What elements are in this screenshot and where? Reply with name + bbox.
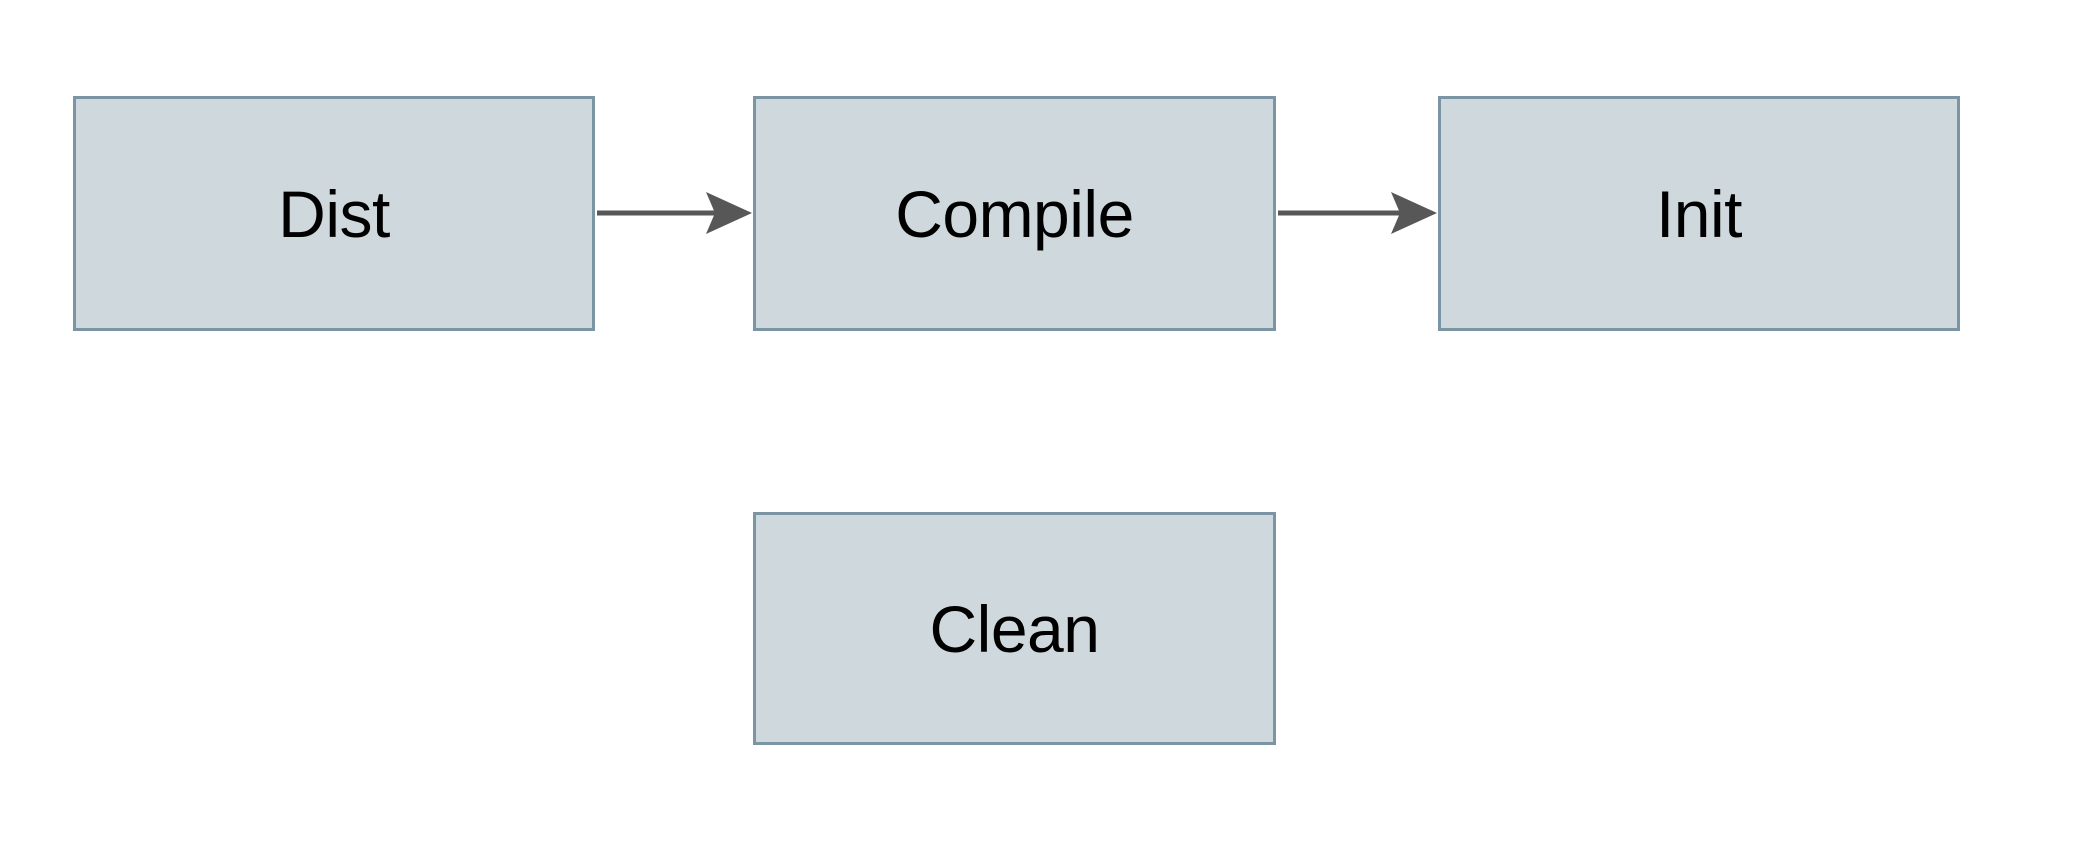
node-init-label: Init — [1655, 176, 1743, 251]
arrowhead-icon — [706, 192, 752, 234]
edge-compile-to-init[interactable] — [1278, 192, 1437, 234]
node-dist-label: Dist — [278, 176, 390, 251]
node-compile-label: Compile — [895, 176, 1134, 251]
arrowhead-icon — [1391, 192, 1437, 234]
node-init[interactable]: Init — [1438, 96, 1960, 331]
node-dist[interactable]: Dist — [73, 96, 595, 331]
node-clean-label: Clean — [929, 591, 1100, 666]
edge-dist-to-compile[interactable] — [597, 192, 752, 234]
node-compile[interactable]: Compile — [753, 96, 1276, 331]
node-clean[interactable]: Clean — [753, 512, 1276, 745]
